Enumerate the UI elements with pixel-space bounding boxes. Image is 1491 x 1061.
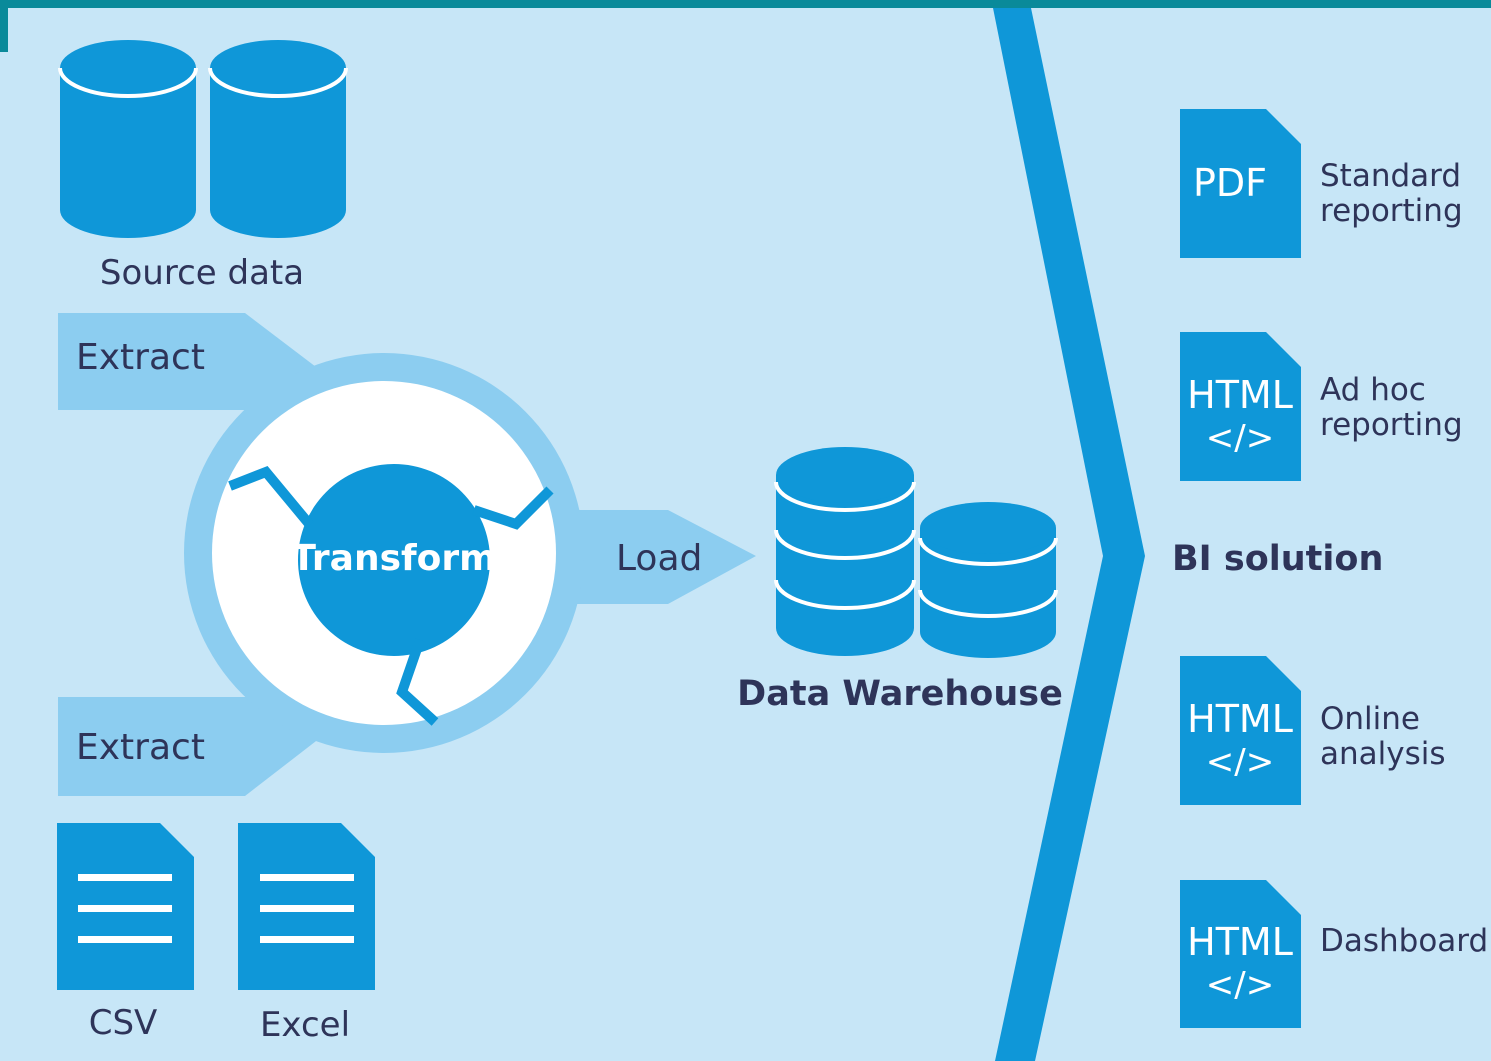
output-label-line1: Dashboard: [1320, 923, 1488, 959]
html-document-icon: HTML </>: [1180, 880, 1301, 1028]
svg-text:</>: </>: [1206, 742, 1274, 782]
output-label-line1: Ad hoc: [1320, 372, 1426, 408]
source-database-icon: [208, 40, 348, 238]
load-arrow: [540, 510, 756, 604]
output-label-line2: reporting: [1320, 407, 1463, 443]
svg-text:</>: </>: [1206, 418, 1274, 458]
output-label-line2: reporting: [1320, 193, 1463, 229]
svg-text:HTML: HTML: [1187, 373, 1293, 417]
frame-top-border: [0, 0, 1491, 8]
svg-text:HTML: HTML: [1187, 920, 1293, 964]
extract-top-label: Extract: [76, 337, 205, 378]
excel-file-icon: [238, 823, 375, 990]
bi-solution-label: BI solution: [1172, 539, 1383, 579]
output-label-line1: Standard: [1320, 158, 1461, 194]
html-document-icon: HTML </>: [1180, 656, 1301, 805]
load-label: Load: [616, 538, 702, 579]
pdf-document-icon: PDF: [1180, 109, 1301, 258]
output-label-line1: Online: [1320, 701, 1420, 737]
source-data-label: Source data: [100, 253, 304, 293]
source-database-icon: [58, 40, 198, 238]
frame-left-border: [0, 0, 8, 52]
bi-chevron: [993, 8, 1145, 1061]
svg-text:HTML: HTML: [1187, 697, 1293, 741]
extract-bottom-arrow: [58, 697, 320, 796]
extract-top-arrow: [58, 313, 320, 410]
data-warehouse-icon: [774, 447, 1058, 658]
extract-bottom-label: Extract: [76, 727, 205, 768]
excel-label: Excel: [260, 1005, 350, 1045]
svg-text:PDF: PDF: [1193, 161, 1267, 205]
transform-cycle-arrows: [228, 466, 554, 726]
data-warehouse-label: Data Warehouse: [737, 674, 1063, 714]
html-document-icon: HTML </>: [1180, 332, 1301, 481]
output-label-line2: analysis: [1320, 736, 1446, 772]
csv-file-icon: [57, 823, 194, 990]
transform-core: [298, 464, 490, 656]
transform-label: Transform: [291, 538, 496, 579]
csv-label: CSV: [89, 1003, 158, 1043]
svg-text:</>: </>: [1206, 965, 1274, 1005]
